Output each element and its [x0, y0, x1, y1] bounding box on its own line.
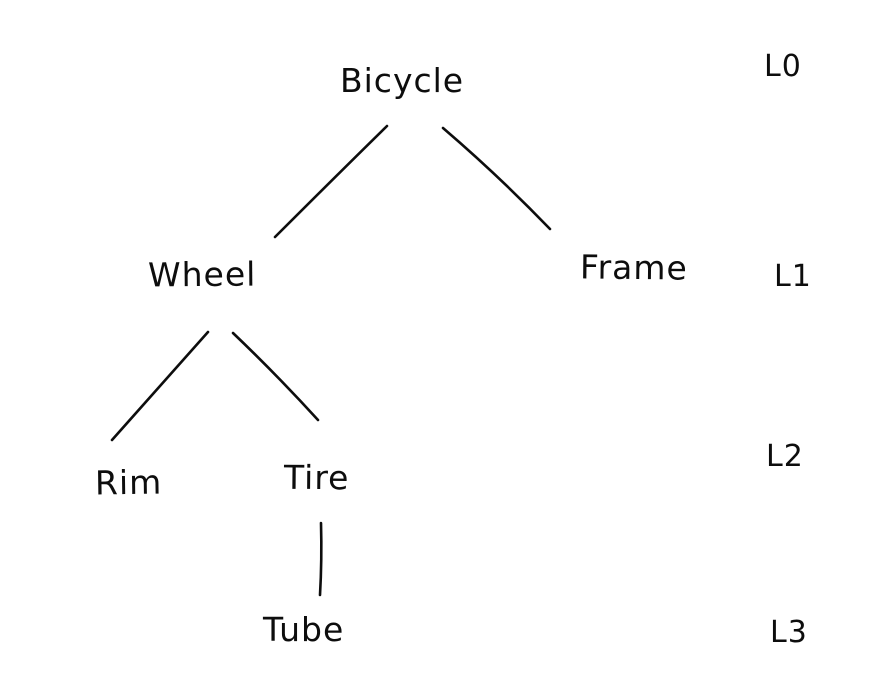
- edge-bicycle-wheel: [273, 124, 389, 239]
- level-label-l1: L1: [774, 259, 812, 294]
- edge-tire-tube: [318, 521, 323, 597]
- level-label-l0: L0: [764, 49, 802, 84]
- node-label-bicycle: Bicycle: [340, 61, 465, 100]
- edge-wheel-rim: [110, 330, 210, 442]
- node-label-wheel: Wheel: [147, 254, 257, 295]
- edge-bicycle-frame: [441, 126, 552, 231]
- node-label-rim: Rim: [94, 462, 163, 503]
- node-label-tire: Tire: [283, 457, 350, 498]
- edge-wheel-tire: [231, 331, 320, 422]
- level-label-l3: L3: [770, 615, 808, 650]
- node-label-tube: Tube: [263, 610, 345, 649]
- level-label-l2: L2: [766, 439, 804, 474]
- node-label-frame: Frame: [579, 247, 689, 288]
